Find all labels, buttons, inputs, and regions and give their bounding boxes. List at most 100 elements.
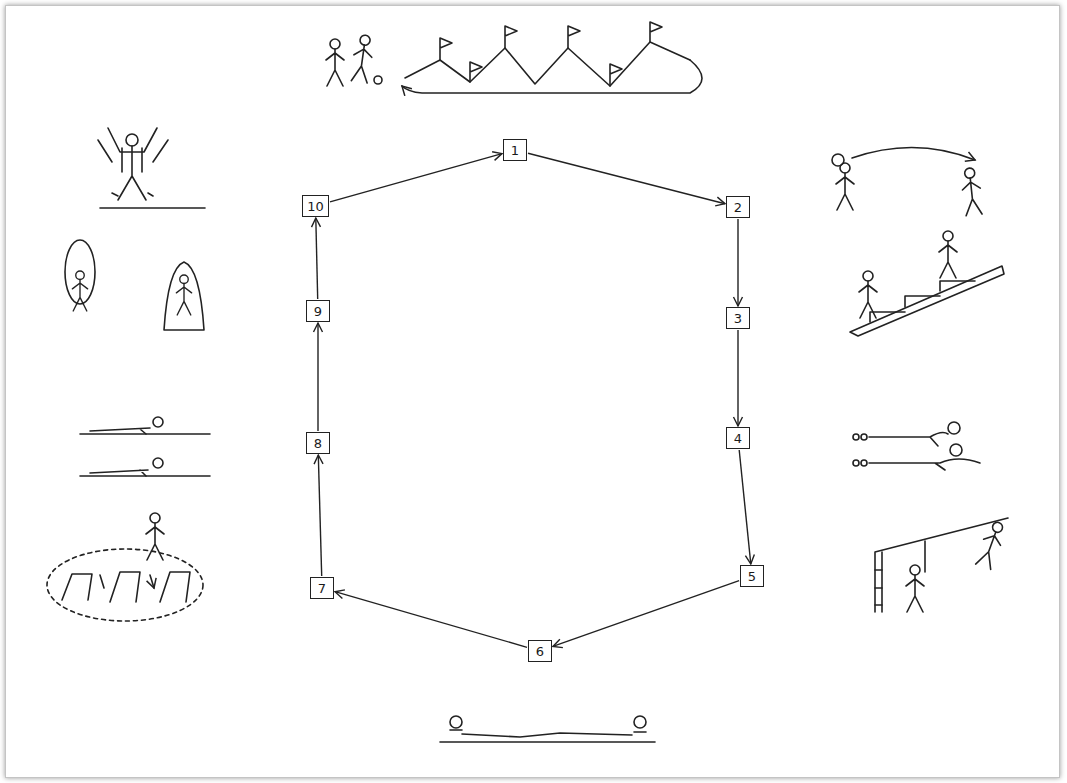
lying-exercise-sketch <box>634 731 646 733</box>
station-box: 9 <box>306 300 330 322</box>
station-box: 4 <box>726 427 750 449</box>
ball-throw-sketch <box>832 154 844 166</box>
push-up-sketch <box>80 434 210 476</box>
crawl-sketch <box>861 434 867 440</box>
flow-arrow <box>553 581 739 647</box>
flag-run-sketch <box>470 62 482 82</box>
station-number: 6 <box>536 645 544 658</box>
crawl-sketch <box>853 422 980 470</box>
flag-run-sketch <box>440 38 452 60</box>
station-number: 2 <box>734 201 742 214</box>
rope-skipping-sketch <box>164 262 204 330</box>
flow-arrow <box>528 153 725 203</box>
rope-skipping-sketch <box>176 275 191 315</box>
flag-run-sketch <box>568 26 580 48</box>
flow-arrow <box>318 455 321 576</box>
flow-arrow <box>737 219 738 306</box>
rope-skipping-sketch <box>65 240 204 330</box>
station-number: 7 <box>318 582 326 595</box>
crawl-sketch <box>869 459 980 470</box>
hurdle-course-sketch <box>160 572 190 602</box>
step-up-sketch <box>859 271 877 318</box>
wall-bar-sketch <box>875 518 1008 612</box>
lying-exercise-sketch <box>440 741 655 743</box>
page-frame <box>5 5 1060 778</box>
wall-bar-sketch <box>875 570 882 605</box>
flag-run-sketch <box>650 22 662 42</box>
hurdle-course-sketch <box>62 574 92 600</box>
jumping-jack-sketch <box>108 128 157 200</box>
flag-run-sketch <box>374 76 382 84</box>
lying-exercise-sketch <box>450 716 462 728</box>
jumping-jack-sketch <box>98 128 205 208</box>
hurdle-course-sketch <box>146 513 164 560</box>
step-up-sketch <box>850 266 1004 336</box>
crawl-sketch <box>948 422 960 434</box>
station-box: 3 <box>726 307 750 329</box>
station-number: 10 <box>307 200 324 213</box>
flag-run-sketch <box>610 64 622 86</box>
station-box: 6 <box>528 640 552 662</box>
hurdle-course-sketch <box>47 549 203 621</box>
flag-run-sketch <box>402 60 702 93</box>
station-number: 4 <box>734 432 742 445</box>
station-number: 1 <box>511 144 519 157</box>
flag-run-sketch <box>350 34 374 83</box>
wall-bar-sketch <box>924 541 926 572</box>
flag-run-sketch <box>405 42 690 86</box>
wall-bar-sketch <box>881 552 883 612</box>
step-up-sketch <box>870 281 975 322</box>
jumping-jack-sketch <box>100 207 205 209</box>
flag-run-sketch <box>326 39 344 86</box>
station-box: 10 <box>302 195 329 217</box>
wall-bar-sketch <box>875 518 1008 612</box>
lying-exercise-sketch <box>634 716 646 728</box>
jumping-jack-sketch <box>98 140 168 172</box>
crawl-sketch <box>869 433 948 446</box>
flow-arrow <box>316 218 318 299</box>
jumping-jack-sketch <box>126 134 138 146</box>
flow-arrow <box>739 450 751 564</box>
hurdle-course-sketch <box>110 572 140 602</box>
station-box: 1 <box>503 139 527 161</box>
ball-throw-sketch <box>832 147 983 215</box>
station-number: 3 <box>734 312 742 325</box>
flow-arrow <box>737 330 738 426</box>
flag-run-sketch <box>505 26 517 48</box>
ball-throw-sketch <box>960 167 983 216</box>
jumping-jack-sketch <box>112 193 153 196</box>
crawl-sketch <box>950 444 962 456</box>
ball-throw-sketch <box>836 163 854 210</box>
crawl-sketch <box>853 460 859 466</box>
push-up-sketch <box>90 470 148 476</box>
rope-skipping-sketch <box>72 271 87 311</box>
ball-throw-sketch <box>852 147 975 160</box>
wall-bar-sketch <box>975 520 1008 570</box>
push-up-sketch <box>153 458 163 468</box>
station-box: 2 <box>726 196 750 218</box>
flow-arrow <box>317 323 318 431</box>
step-up-sketch <box>939 231 957 278</box>
hurdle-course-sketch <box>100 575 154 588</box>
station-box: 5 <box>740 565 764 587</box>
flow-arrow <box>330 154 502 202</box>
push-up-sketch <box>90 428 150 434</box>
station-box: 8 <box>306 432 330 454</box>
hurdle-course-sketch <box>47 513 203 621</box>
flow-arrow <box>335 592 527 648</box>
crawl-sketch <box>853 434 859 440</box>
lying-exercise-sketch <box>440 716 655 742</box>
station-number: 8 <box>314 437 322 450</box>
flag-run-sketch <box>326 22 702 93</box>
step-up-sketch <box>850 231 1004 336</box>
wall-bar-sketch <box>906 565 924 612</box>
station-number: 5 <box>748 570 756 583</box>
crawl-sketch <box>861 460 867 466</box>
station-box: 7 <box>310 577 334 599</box>
lying-exercise-sketch <box>450 730 632 737</box>
push-up-sketch <box>153 417 163 427</box>
station-number: 9 <box>314 305 322 318</box>
